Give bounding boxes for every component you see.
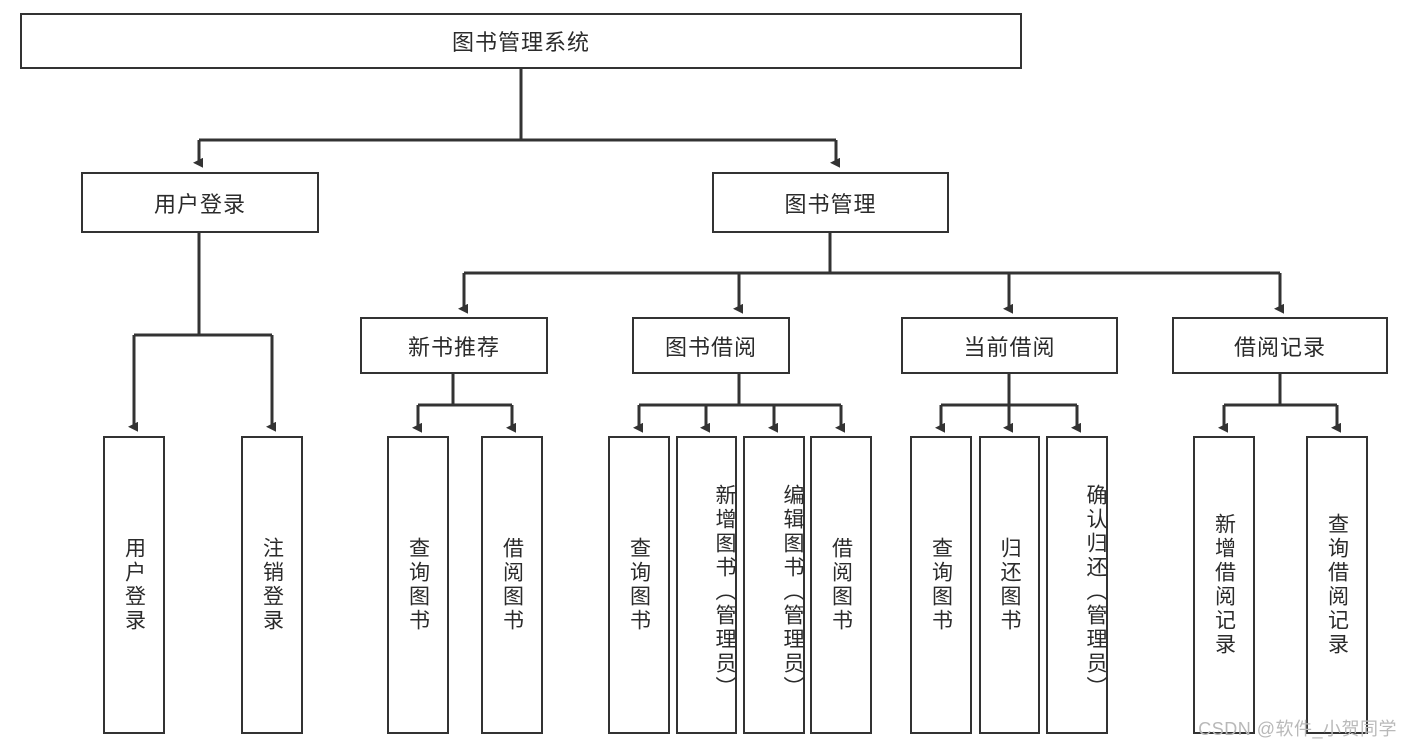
node-borrow-record[interactable]: 借阅记录 — [1172, 317, 1388, 374]
watermark: CSDN @软件_小贺同学 — [1198, 719, 1397, 739]
leaf-add-book[interactable]: 新增图书（管理员） — [676, 436, 737, 734]
node-borrow-record-label: 借阅记录 — [1233, 334, 1326, 360]
leaf-borrow-book-1[interactable]: 借阅图书 — [481, 436, 543, 734]
leaf-add-record-label: 新增借阅记录 — [1212, 513, 1236, 657]
leaf-user-login[interactable]: 用户登录 — [103, 436, 165, 734]
leaf-user-logout-label: 注销登录 — [260, 537, 284, 633]
node-current-borrow[interactable]: 当前借阅 — [901, 317, 1118, 374]
leaf-confirm-return[interactable]: 确认归还（管理员） — [1046, 436, 1108, 734]
leaf-query-book-2[interactable]: 查询图书 — [608, 436, 670, 734]
leaf-query-record-label: 查询借阅记录 — [1325, 513, 1349, 657]
node-root[interactable]: 图书管理系统 — [20, 13, 1022, 69]
leaf-query-record[interactable]: 查询借阅记录 — [1306, 436, 1368, 734]
leaf-return-book[interactable]: 归还图书 — [979, 436, 1040, 734]
leaf-query-book-3[interactable]: 查询图书 — [910, 436, 972, 734]
leaf-confirm-return-label: 确认归还（管理员） — [1084, 484, 1107, 700]
node-current-borrow-label: 当前借阅 — [963, 334, 1056, 360]
leaf-edit-book[interactable]: 编辑图书（管理员） — [743, 436, 805, 734]
leaf-add-book-label: 新增图书（管理员） — [713, 484, 736, 700]
node-book-manage-label: 图书管理 — [784, 191, 877, 217]
leaf-borrow-book-2[interactable]: 借阅图书 — [810, 436, 872, 734]
node-book-borrow-label: 图书借阅 — [664, 334, 757, 360]
leaf-user-login-label: 用户登录 — [122, 537, 146, 633]
leaf-borrow-book-1-label: 借阅图书 — [500, 537, 524, 633]
node-book-manage[interactable]: 图书管理 — [712, 172, 949, 233]
node-book-borrow[interactable]: 图书借阅 — [632, 317, 790, 374]
leaf-query-book-3-label: 查询图书 — [929, 537, 953, 633]
node-user-login-label: 用户登录 — [153, 191, 246, 217]
leaf-user-logout[interactable]: 注销登录 — [241, 436, 303, 734]
leaf-query-book-1-label: 查询图书 — [406, 537, 430, 633]
leaf-add-record[interactable]: 新增借阅记录 — [1193, 436, 1255, 734]
leaf-return-book-label: 归还图书 — [998, 537, 1021, 633]
leaf-query-book-2-label: 查询图书 — [627, 537, 651, 633]
node-root-label: 图书管理系统 — [451, 30, 590, 55]
node-new-book-recommend-label: 新书推荐 — [407, 334, 500, 360]
leaf-edit-book-label: 编辑图书（管理员） — [781, 484, 804, 700]
leaf-query-book-1[interactable]: 查询图书 — [387, 436, 449, 734]
leaf-borrow-book-2-label: 借阅图书 — [829, 537, 853, 633]
node-user-login[interactable]: 用户登录 — [81, 172, 319, 233]
node-new-book-recommend[interactable]: 新书推荐 — [360, 317, 548, 374]
